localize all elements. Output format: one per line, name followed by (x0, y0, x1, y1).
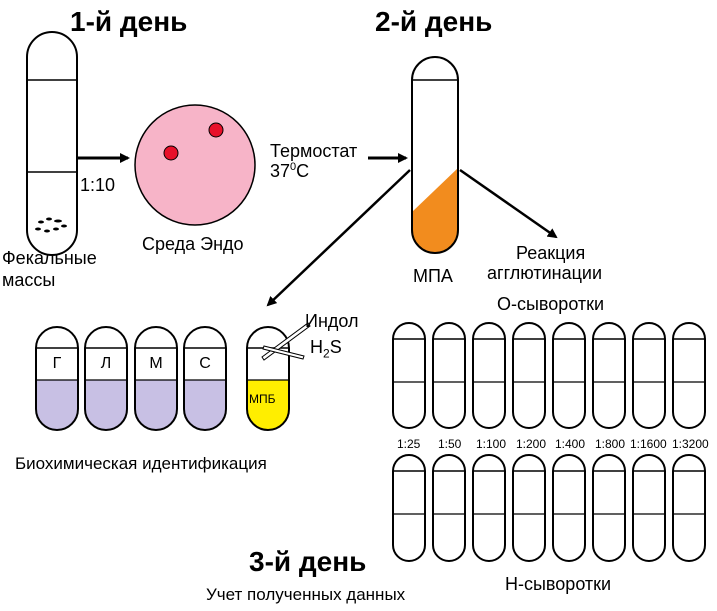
mpb-tube (246, 322, 311, 431)
temperature-label: 370С (270, 161, 310, 181)
indicator-strips (261, 322, 311, 361)
biochem-tube-label: С (199, 355, 211, 372)
h-sera-tube (472, 454, 506, 562)
colony (208, 122, 224, 138)
colony (163, 145, 179, 161)
petri-dish-endo (134, 104, 256, 226)
biochem-tube (35, 326, 79, 431)
feces-particles (35, 217, 67, 233)
o-sera-tube (672, 322, 706, 429)
agglutination-label-line1: Реакция (516, 243, 586, 263)
feces-tube (26, 31, 78, 256)
h-sera-label: Н-сыворотки (505, 574, 612, 594)
h2s-label: H2S (310, 337, 342, 361)
dilution-value: 1:200 (516, 437, 547, 451)
indole-label: Индол (305, 311, 359, 331)
o-sera-label: О-сыворотки (497, 294, 605, 314)
day3-heading: 3-й день (249, 546, 367, 577)
dilution-value: 1:1600 (630, 437, 667, 451)
day2-heading: 2-й день (375, 6, 493, 37)
dilution-value: 1:800 (595, 437, 626, 451)
o-sera-tube (632, 322, 666, 429)
endo-medium-label: Среда Эндо (142, 234, 244, 254)
o-sera-tube (592, 322, 626, 429)
biochem-tube (134, 326, 178, 431)
biochem-tube (183, 326, 227, 431)
feces-label-line2: массы (2, 270, 56, 290)
results-label: Учет полученных данных (206, 585, 406, 604)
biochem-identification-label: Биохимическая идентификация (15, 454, 267, 473)
dilution-value: 1:400 (555, 437, 586, 451)
h-sera-tube (552, 454, 586, 562)
dilution-value: 1:25 (397, 437, 421, 451)
h-sera-tube (672, 454, 706, 562)
thermostat-label: Термостат (270, 141, 358, 161)
dilution-value: 1:50 (438, 437, 462, 451)
day1-heading: 1-й день (70, 6, 188, 37)
arrow-mpa-to-biochem (266, 169, 411, 307)
h-sera-tube (392, 454, 426, 562)
feces-label-line1: Фекальные (2, 248, 97, 268)
biochem-tube (84, 326, 128, 431)
biochem-tubes (35, 326, 227, 431)
mpb-label: МПБ (249, 392, 276, 406)
dilution-value: 1:100 (476, 437, 507, 451)
dilution-value: 1:3200 (672, 437, 709, 451)
arrow-mpa-to-agglutination (459, 168, 558, 239)
h-sera-tube (632, 454, 666, 562)
agglutination-label-line2: агглютинации (487, 263, 603, 283)
biochem-tube-label: Г (52, 355, 62, 372)
o-sera-tube (432, 322, 466, 429)
o-sera-tubes (392, 322, 706, 429)
mpa-label: МПА (413, 266, 453, 286)
o-sera-tube (512, 322, 546, 429)
biochem-tube-label: Л (100, 355, 112, 372)
h-sera-tube (432, 454, 466, 562)
h-sera-tubes (392, 454, 706, 562)
mpa-tube (411, 56, 459, 254)
o-sera-tube (552, 322, 586, 429)
biochem-tube-label: М (149, 355, 163, 372)
h-sera-tube (592, 454, 626, 562)
dilution-label: 1:10 (80, 175, 116, 195)
h-sera-tube (512, 454, 546, 562)
o-sera-tube (392, 322, 426, 429)
o-sera-tube (472, 322, 506, 429)
